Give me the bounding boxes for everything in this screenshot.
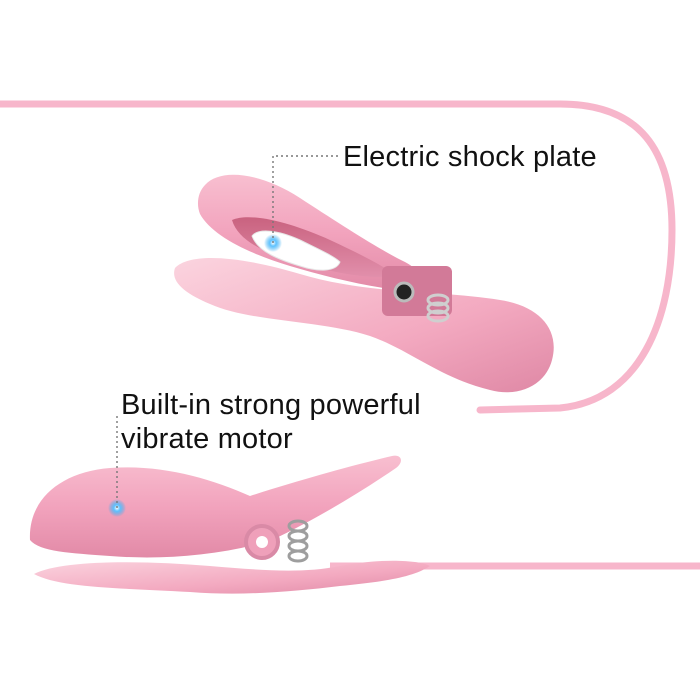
top-clip-button <box>393 281 415 303</box>
top-clip-lower-jaw <box>174 257 554 393</box>
shock-plate-leader-line <box>272 155 340 243</box>
motor-label-line-1: Built-in strong powerful <box>121 389 421 421</box>
motor-label-line-2: vibrate motor <box>121 423 293 455</box>
top-clip-spring <box>426 293 450 323</box>
motor-label: Built-in strong powerful vibrate motor <box>121 388 421 456</box>
bottom-clip-lower-jaw <box>34 560 430 594</box>
bottom-clip <box>29 455 430 594</box>
shock-plate-label: Electric shock plate <box>343 141 597 173</box>
top-clip <box>174 174 554 393</box>
bottom-clip-upper-jaw <box>29 455 401 558</box>
bottom-clip-hinge-hole <box>256 536 268 548</box>
bottom-clip-spring <box>287 519 309 563</box>
cable-top <box>0 100 676 414</box>
top-clip-hinge <box>382 266 452 316</box>
